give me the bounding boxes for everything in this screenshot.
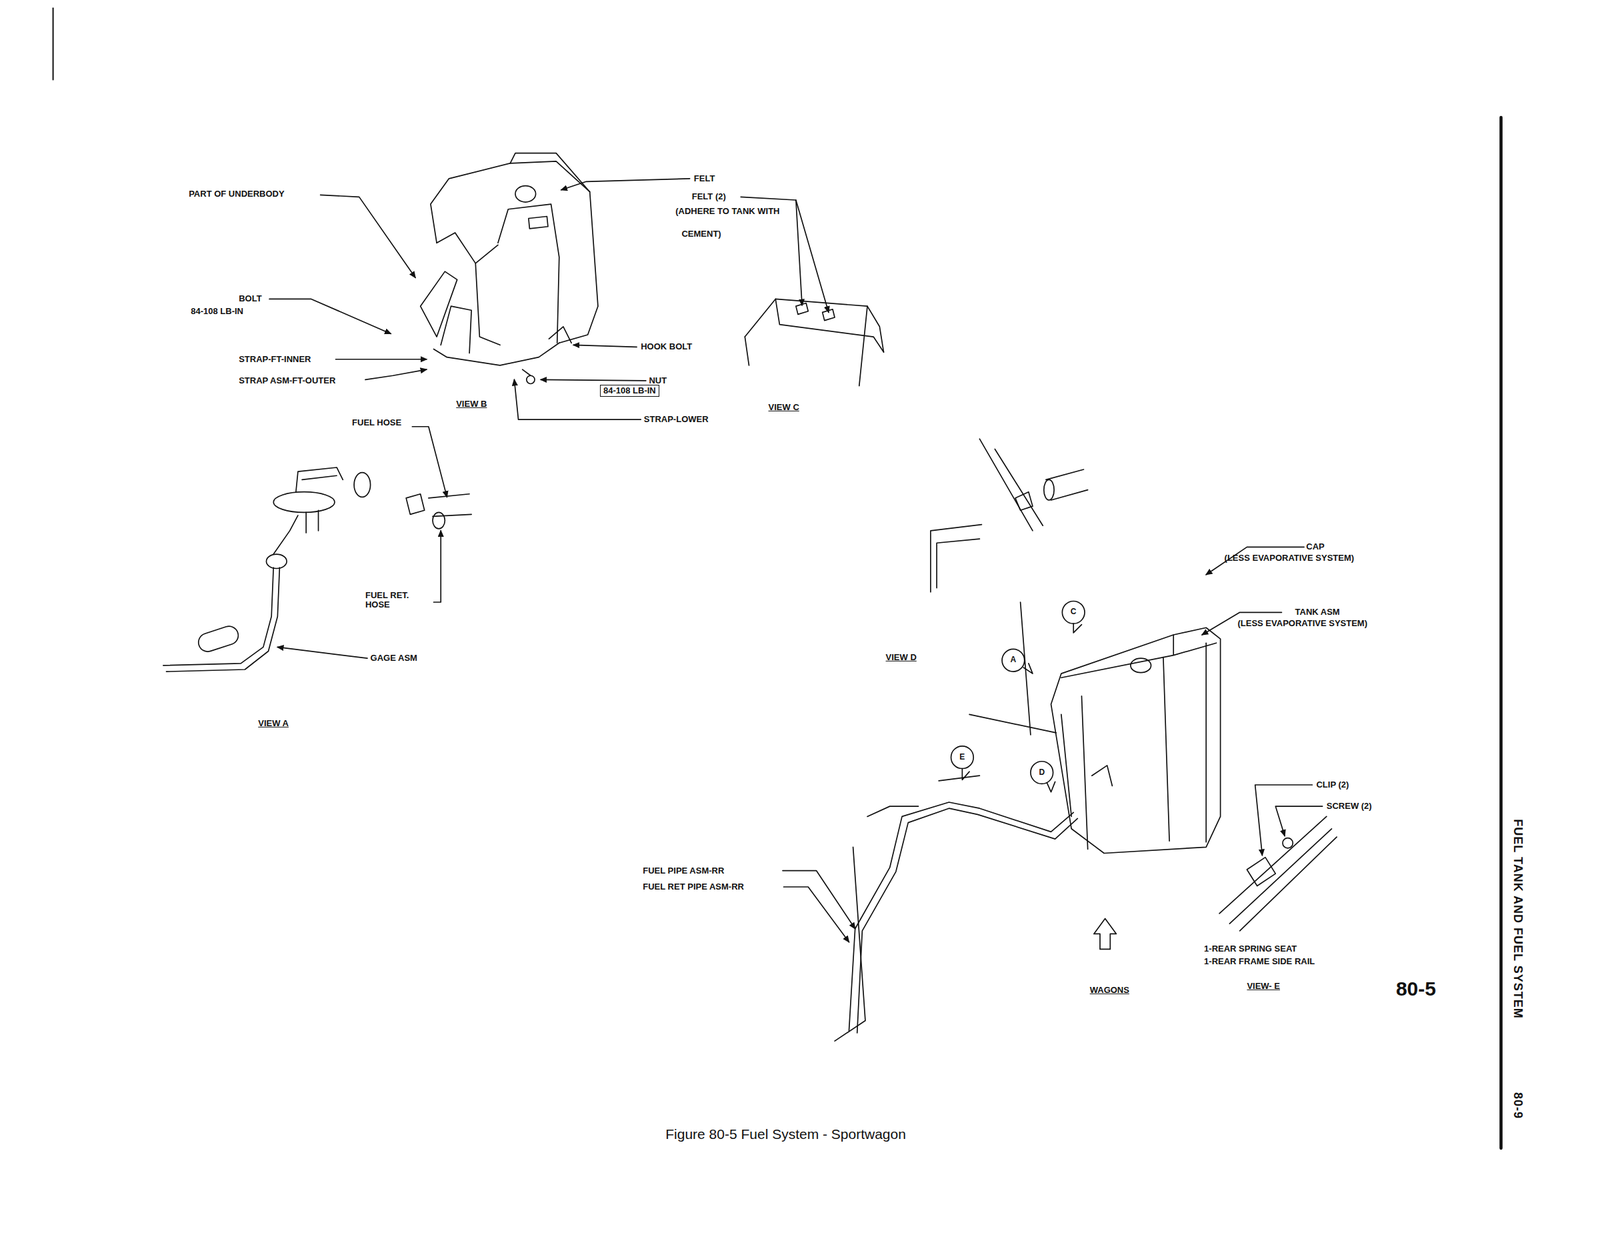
torque-box: 84-108 LB-IN — [600, 384, 660, 397]
part-label: 1-REAR FRAME SIDE RAIL — [1204, 956, 1315, 966]
callout-letter: D — [1038, 768, 1045, 777]
note-text: (LESS EVAPORATIVE SYSTEM) — [1237, 618, 1368, 628]
view-label: VIEW B — [456, 399, 487, 409]
part-label: PART OF UNDERBODY — [188, 189, 284, 199]
part-label: FUEL RET PIPE ASM-RR — [642, 882, 744, 892]
part-label: SCREW (2) — [1326, 801, 1372, 811]
part-label: 1-REAR SPRING SEAT — [1204, 944, 1297, 954]
view-label: VIEW A — [258, 718, 289, 728]
part-label: NUT — [648, 376, 667, 386]
view-label: VIEW D — [886, 652, 917, 662]
figure-number: 80-5 — [1396, 976, 1436, 999]
callout-letter: E — [959, 752, 965, 762]
part-label: FELT — [694, 174, 716, 184]
part-label: HOOK BOLT — [640, 342, 692, 352]
torque-spec: 84-108 LB-IN — [190, 306, 244, 316]
note-text: CEMENT) — [681, 228, 721, 238]
figure-caption: Figure 80-5 Fuel System - Sportwagon — [665, 1126, 906, 1142]
part-label: FUEL PIPE ASM-RR — [642, 865, 724, 875]
part-label: CAP — [1306, 542, 1324, 552]
part-label: STRAP-LOWER — [644, 414, 709, 424]
view-label: VIEW C — [768, 402, 800, 412]
callout-letter: A — [1010, 656, 1017, 665]
part-label: CLIP (2) — [1316, 780, 1349, 790]
torque-value: 84-108 LB-IN — [603, 385, 656, 396]
section-tab: FUEL TANK AND FUEL SYSTEM — [1510, 818, 1524, 1018]
part-label: BOLT — [238, 294, 262, 304]
part-label: GAGE ASM — [370, 653, 418, 663]
view-label: WAGONS — [1090, 985, 1130, 995]
part-label: FUEL HOSE — [352, 418, 402, 428]
view-label: VIEW- E — [1246, 980, 1280, 990]
part-label: TANK ASM — [1295, 607, 1340, 617]
part-label: STRAP ASM-FT-OUTER — [238, 376, 336, 386]
part-label: FUEL RET. HOSE — [365, 590, 420, 610]
page-number: 80-9 — [1510, 1092, 1524, 1119]
note-text: (LESS EVAPORATIVE SYSTEM) — [1224, 553, 1355, 563]
part-label: STRAP-FT-INNER — [238, 354, 311, 364]
callout-letter: C — [1070, 608, 1077, 617]
note-text: (ADHERE TO TANK WITH — [675, 206, 780, 216]
part-label: FELT (2) — [692, 192, 726, 202]
